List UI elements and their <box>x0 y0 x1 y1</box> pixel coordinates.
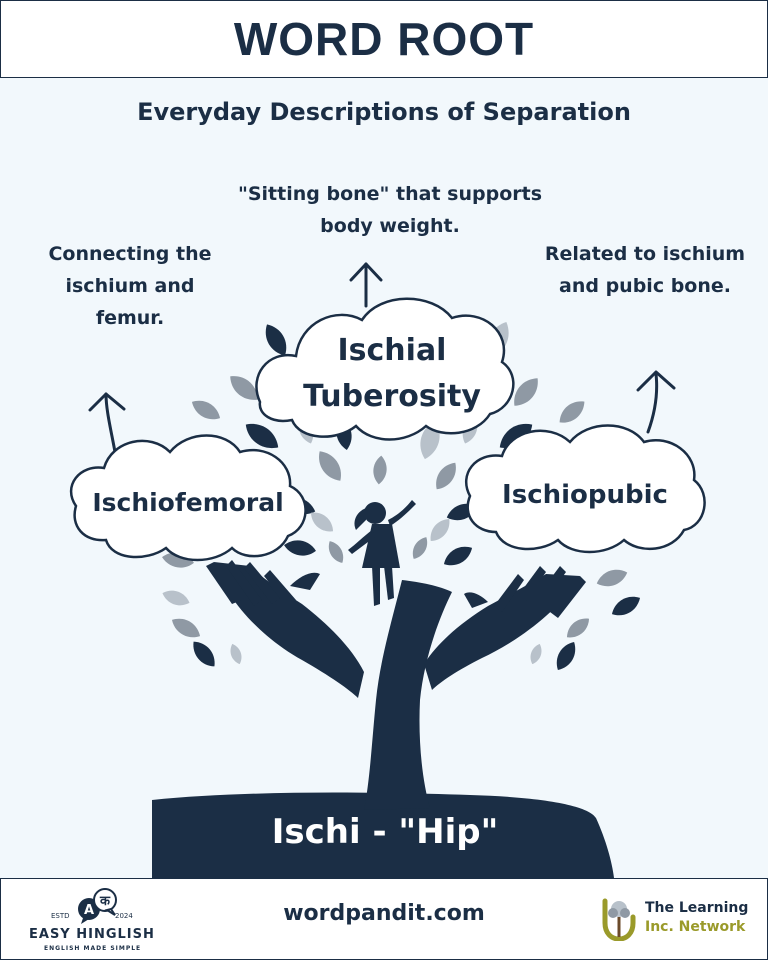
badge-a: A <box>84 903 94 918</box>
logo-year: 2024 <box>115 912 133 920</box>
leaf <box>594 565 630 591</box>
leaf <box>408 534 432 562</box>
learning-network-line2: Inc. Network <box>645 919 746 935</box>
description-ischial-tuberosity: "Sitting bone" that supports body weight… <box>200 178 580 242</box>
cloud-label-line: Ischial <box>337 333 447 368</box>
cloud-ischial-tuberosity <box>255 297 515 441</box>
badge-ka: क <box>99 894 111 909</box>
leaf <box>430 458 462 494</box>
description-line: ischium and <box>65 275 195 297</box>
leaf <box>168 613 204 643</box>
logo-estd: ESTD <box>51 912 70 920</box>
child-figure-icon <box>348 500 416 606</box>
description-ischiofemoral: Connecting the ischium and femur. <box>20 238 240 334</box>
header-bar: WORD ROOT <box>0 0 768 78</box>
ground-shape <box>152 792 614 878</box>
description-line: Connecting the <box>48 243 212 265</box>
leaf <box>312 446 348 486</box>
leaf <box>282 537 318 559</box>
cloud-label-line: Tuberosity <box>303 379 481 414</box>
arrow-up-icon <box>636 370 676 434</box>
arrow-up-icon <box>88 392 126 454</box>
learning-network-logo: The Learning Inc. Network <box>599 895 759 945</box>
description-line: femur. <box>95 307 165 329</box>
left-hand-icon <box>206 560 364 698</box>
logo-tagline: ENGLISH MADE SIMPLE <box>44 945 142 952</box>
cloud-label-ischial-tuberosity: Ischial Tuberosity <box>262 328 522 420</box>
tree-u-icon <box>602 898 636 941</box>
footer-bar: A क ESTD 2024 EASY HINGLISH ENGLISH MADE… <box>0 878 768 960</box>
leaf <box>425 514 455 546</box>
easy-hinglish-logo: A क ESTD 2024 EASY HINGLISH ENGLISH MADE… <box>27 885 177 955</box>
website-link[interactable]: wordpandit.com <box>283 901 485 926</box>
leaf <box>551 638 581 674</box>
description-line: "Sitting bone" that supports <box>237 183 543 205</box>
leaf <box>187 636 221 672</box>
leaf <box>608 591 644 621</box>
cloud-label-ischiofemoral: Ischiofemoral <box>92 488 284 517</box>
leaf <box>324 538 348 566</box>
leaf <box>562 613 594 643</box>
chat-bubbles-icon: A क <box>78 888 117 924</box>
root-word-label: Ischi - "Hip" <box>271 812 499 852</box>
description-ischiopubic: Related to ischium and pubic bone. <box>520 238 768 302</box>
learning-network-text: The Learning Inc. Network <box>645 899 748 937</box>
description-line: and pubic bone. <box>559 275 731 297</box>
leaf <box>554 395 590 429</box>
leaf <box>372 455 388 485</box>
cloud-label-ischiopubic: Ischiopubic <box>502 480 668 510</box>
logo-name: EASY HINGLISH <box>29 927 155 942</box>
leaf <box>527 642 545 666</box>
leaf <box>440 541 476 571</box>
description-line: Related to ischium <box>544 243 746 265</box>
leaf <box>188 395 224 425</box>
learning-network-line1: The Learning <box>645 900 749 916</box>
right-hand-icon <box>424 566 586 690</box>
arrow-up-icon <box>349 262 383 308</box>
subtitle: Everyday Descriptions of Separation <box>137 98 631 126</box>
leaf <box>160 586 192 610</box>
leaf <box>227 642 245 666</box>
description-line: body weight. <box>320 215 460 237</box>
page-title: WORD ROOT <box>233 13 535 65</box>
cloud-ischiofemoral <box>69 434 307 562</box>
cloud-ischiopubic <box>464 424 706 554</box>
tree-trunk <box>364 580 452 810</box>
